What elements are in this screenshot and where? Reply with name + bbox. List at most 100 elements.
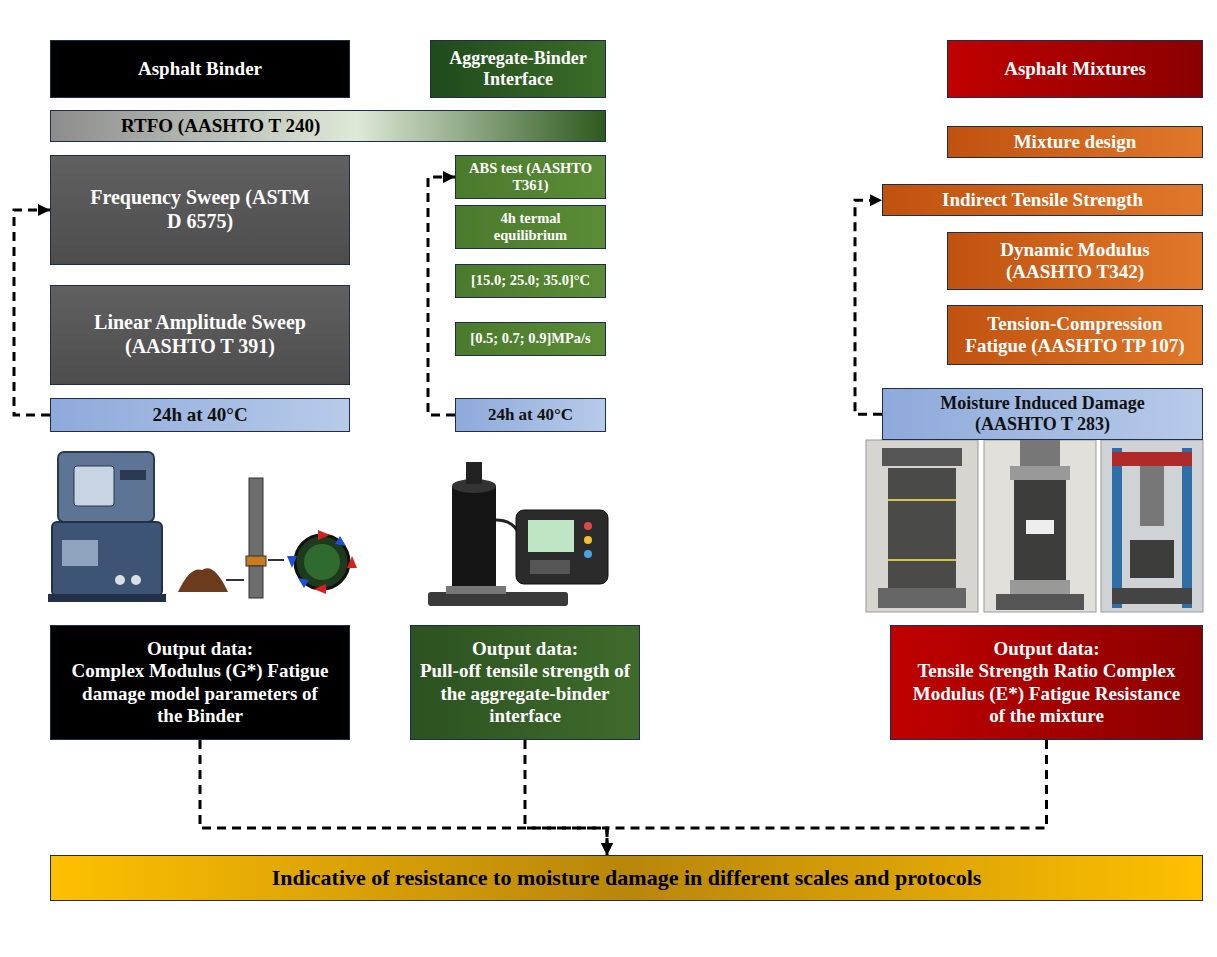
- box-label: Mixture design: [1014, 131, 1137, 153]
- gauge-wire: [888, 559, 956, 561]
- box-label: [0.5; 0.7; 0.9]MPa/s: [470, 330, 590, 347]
- rheometer-head: [58, 452, 154, 522]
- box-label: Tensile Strength Ratio Complex Modulus (…: [909, 660, 1184, 727]
- loading-base: [996, 594, 1084, 610]
- end-cap: [1010, 580, 1070, 594]
- condition-box: [15.0; 25.0; 35.0]°C: [455, 264, 606, 298]
- rotation-head: [298, 578, 309, 588]
- tester-base: [428, 592, 568, 606]
- rotation-head: [347, 556, 357, 568]
- frame-column: [1182, 448, 1192, 608]
- output-heading: Output data:: [993, 638, 1099, 660]
- box-label: Complex Modulus (G*) Fatigue damage mode…: [68, 660, 333, 727]
- rheometer-button: [131, 575, 141, 585]
- photo-frame: [1101, 440, 1203, 612]
- step-arrow: [226, 579, 244, 581]
- dashed-arrow: [14, 210, 50, 415]
- conditioning-box: 24h at 40°C: [50, 398, 350, 432]
- box-label: ABS test (AASHTO T361): [464, 160, 597, 194]
- rheometer-panel: [120, 470, 146, 480]
- process-box: Mixture design: [947, 126, 1203, 158]
- box-label: [15.0; 25.0; 35.0]°C: [471, 272, 590, 289]
- column-header: Aggregate-Binder Interface: [430, 40, 606, 98]
- tester-button: [584, 522, 592, 530]
- conclusion-band: Indicative of resistance to moisture dam…: [50, 855, 1203, 901]
- box-label: Aggregate-Binder Interface: [439, 48, 597, 90]
- dashed-arrow: [607, 740, 1047, 855]
- test-box: Indirect Tensile Strength: [882, 184, 1203, 216]
- tester-button: [584, 550, 592, 558]
- box-label: Pull-off tensile strength of the aggrega…: [419, 660, 631, 727]
- loading-base: [878, 588, 966, 608]
- rotation-head: [287, 556, 297, 568]
- plate-circle: [295, 535, 349, 589]
- condition-box: [0.5; 0.7; 0.9]MPa/s: [455, 322, 606, 356]
- load-cell: [1140, 466, 1164, 526]
- oscillation-symbol: [287, 530, 357, 594]
- plate-inner: [304, 544, 340, 580]
- box-label: 24h at 40°C: [488, 405, 573, 425]
- binder-sample: [178, 568, 228, 592]
- test-box: Dynamic Modulus (AASHTO T342): [947, 232, 1203, 290]
- box-label: Tension-Compression Fatigue (AASHTO TP 1…: [956, 313, 1194, 358]
- tester-button: [584, 536, 592, 544]
- binder-film: [246, 556, 266, 566]
- box-label: RTFO (AASHTO T 240): [121, 115, 320, 137]
- spindle-picture: [246, 478, 266, 598]
- rheometer-base: [52, 522, 162, 596]
- dashed-arrow: [525, 740, 607, 855]
- dashed-arrow: [200, 740, 607, 855]
- mixture-photos: [866, 440, 1203, 612]
- step-arrow: [268, 559, 284, 561]
- dashed-arrow: [428, 177, 455, 415]
- tester-knob: [466, 462, 482, 484]
- box-label: Moisture Induced Damage (AASHTO T 283): [918, 393, 1168, 435]
- gauge-wire: [888, 499, 956, 501]
- rheometer-foot: [48, 594, 166, 602]
- rheometer-window: [74, 466, 114, 506]
- box-label: Indicative of resistance to moisture dam…: [272, 865, 982, 891]
- photo-frame: [866, 440, 978, 612]
- test-box: Linear Amplitude Sweep (AASHTO T 391): [50, 285, 350, 385]
- rotation-head: [335, 536, 346, 546]
- output-heading: Output data:: [472, 638, 578, 660]
- conditioning-box: 24h at 40°C: [455, 398, 606, 432]
- specimen: [1130, 540, 1174, 578]
- rheometer-chamber: [62, 540, 98, 566]
- output-box: Output data:Tensile Strength Ratio Compl…: [890, 625, 1203, 740]
- conditioning-band: RTFO (AASHTO T 240): [50, 110, 606, 142]
- box-label: Asphalt Binder: [138, 58, 262, 80]
- spindle-shaft: [249, 478, 263, 558]
- tester-screen: [528, 520, 574, 552]
- condition-box: 4h termal equilibrium: [455, 205, 606, 249]
- tester-plate: [446, 586, 506, 594]
- box-label: Indirect Tensile Strength: [942, 189, 1143, 211]
- end-cap: [1010, 466, 1070, 480]
- box-label: Frequency Sweep (ASTM D 6575): [90, 186, 310, 233]
- frame-crosshead: [1112, 452, 1192, 466]
- tester-display: [516, 510, 608, 584]
- column-header: Asphalt Mixtures: [947, 40, 1203, 98]
- specimen-mark: [1026, 520, 1054, 534]
- rotation-head: [314, 584, 326, 594]
- test-box: Tension-Compression Fatigue (AASHTO TP 1…: [947, 305, 1203, 365]
- loading-plate: [882, 448, 962, 466]
- pulloff-tester-picture: [428, 462, 608, 606]
- spindle-plate: [249, 566, 263, 598]
- actuator: [1020, 440, 1060, 466]
- rotation-head: [318, 530, 330, 540]
- frame-column: [1112, 448, 1122, 608]
- output-box: Output data:Complex Modulus (G*) Fatigue…: [50, 625, 350, 740]
- column-header: Asphalt Binder: [50, 40, 350, 98]
- frame-base: [1112, 588, 1192, 604]
- box-label: Dynamic Modulus (AASHTO T342): [975, 239, 1175, 284]
- photo-frame: [984, 440, 1096, 612]
- box-label: Asphalt Mixtures: [1004, 58, 1146, 80]
- test-box: ABS test (AASHTO T361): [455, 155, 606, 199]
- box-label: 4h termal equilibrium: [464, 210, 597, 244]
- box-label: 24h at 40°C: [152, 404, 247, 426]
- rheometer-picture: [48, 452, 166, 602]
- test-box: Frequency Sweep (ASTM D 6575): [50, 155, 350, 265]
